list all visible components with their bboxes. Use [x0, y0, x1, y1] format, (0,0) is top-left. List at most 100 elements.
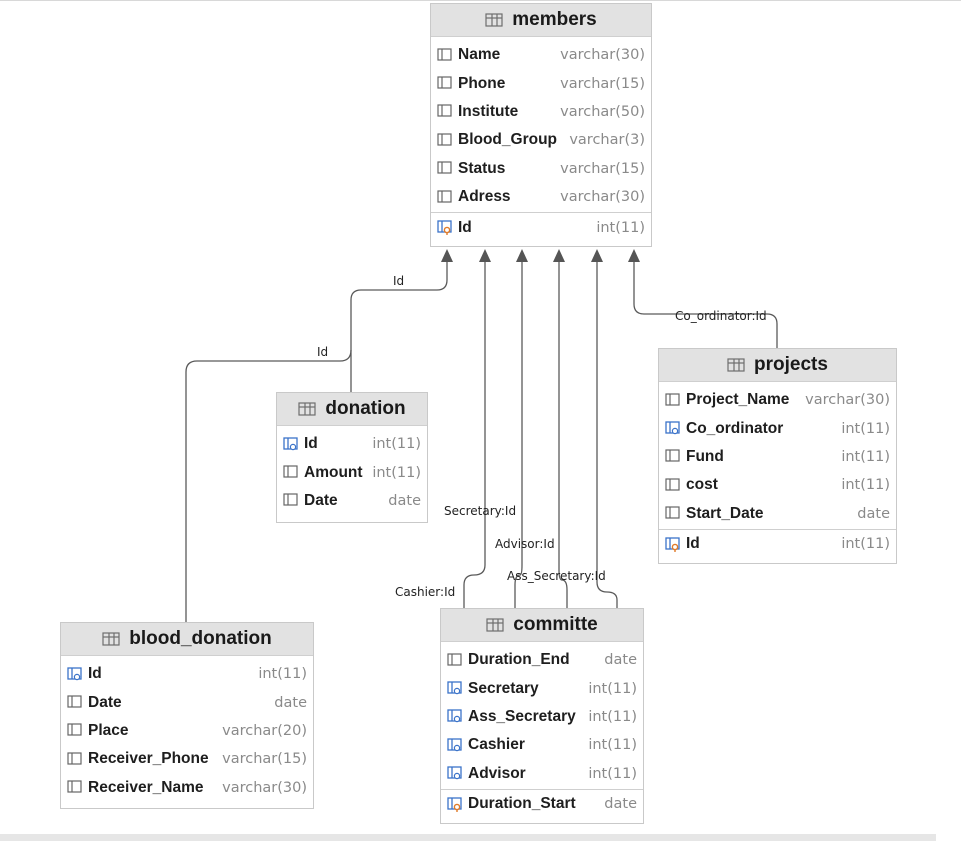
column-name: Adress: [458, 188, 511, 206]
relationship-committe-cashier: [463, 262, 486, 608]
foreign-key-icon: [446, 680, 468, 697]
table-icon: [486, 618, 513, 632]
table-header-members[interactable]: members: [431, 4, 651, 37]
edge-label-donation-id: Id: [393, 274, 404, 288]
column-row[interactable]: Adress varchar(30): [431, 183, 651, 211]
column-icon: [282, 464, 304, 481]
column-name: Date: [88, 693, 122, 711]
table-header-blood-donation[interactable]: blood_donation: [61, 623, 313, 656]
column-type: varchar(15): [560, 160, 645, 177]
arrowhead-ass-secretary: [591, 249, 603, 262]
column-name: Name: [458, 46, 501, 64]
column-icon: [436, 132, 458, 149]
column-type: varchar(30): [222, 779, 307, 796]
horizontal-scrollbar[interactable]: [0, 834, 936, 841]
column-name: Co_ordinator: [686, 419, 784, 437]
column-row[interactable]: Fund int(11): [659, 443, 896, 471]
arrowhead-secretary: [516, 249, 528, 262]
top-border: [0, 0, 961, 1]
foreign-key-icon: [446, 765, 468, 782]
column-name: Blood_Group: [458, 131, 558, 149]
column-row[interactable]: Date date: [277, 487, 427, 515]
column-name: Institute: [458, 102, 519, 120]
table-icon: [298, 402, 325, 416]
column-type: varchar(30): [560, 189, 645, 206]
arrowhead-donation: [441, 249, 453, 262]
table-title: blood_donation: [129, 628, 272, 649]
arrowhead-cashier: [479, 249, 491, 262]
column-name: Phone: [458, 74, 506, 92]
column-row[interactable]: Date date: [61, 688, 313, 716]
edge-label-committe-ass-secretary: Ass_Secretary:Id: [507, 569, 606, 583]
column-type: varchar(30): [805, 392, 890, 409]
column-type: int(11): [372, 464, 421, 481]
column-type: int(11): [841, 420, 890, 437]
table-title: projects: [754, 354, 828, 375]
column-name: Receiver_Phone: [88, 750, 209, 768]
primary-key-icon: [446, 796, 468, 813]
column-row[interactable]: Co_ordinator int(11): [659, 414, 896, 442]
table-icon: [727, 358, 754, 372]
table-title: members: [512, 9, 597, 30]
column-icon: [436, 75, 458, 92]
column-type: int(11): [588, 737, 637, 754]
table-header-donation[interactable]: donation: [277, 393, 427, 426]
column-type: varchar(20): [222, 722, 307, 739]
column-icon: [664, 505, 686, 522]
column-name: Date: [304, 491, 338, 509]
relationship-committe-secretary: [514, 262, 523, 608]
column-name: Advisor: [468, 764, 526, 782]
column-icon: [436, 47, 458, 64]
column-type: int(11): [258, 666, 307, 683]
column-type: date: [274, 694, 307, 711]
table-header-committe[interactable]: committe: [441, 609, 643, 642]
column-name: Id: [304, 435, 318, 453]
column-name: Id: [686, 535, 700, 553]
column-icon: [664, 392, 686, 409]
column-icon: [66, 779, 88, 796]
column-name: Fund: [686, 447, 724, 465]
foreign-key-icon: [664, 420, 686, 437]
column-icon: [436, 103, 458, 120]
arrowhead-advisor: [553, 249, 565, 262]
arrowhead-coordinator: [628, 249, 640, 262]
table-icon: [485, 13, 512, 27]
primary-key-icon: [664, 536, 686, 553]
column-type: date: [604, 652, 637, 669]
column-type: int(11): [841, 448, 890, 465]
relationship-projects-coordinator: [633, 262, 778, 348]
column-name: Duration_Start: [468, 795, 576, 813]
column-type: date: [388, 492, 421, 509]
table-header-projects[interactable]: projects: [659, 349, 896, 382]
